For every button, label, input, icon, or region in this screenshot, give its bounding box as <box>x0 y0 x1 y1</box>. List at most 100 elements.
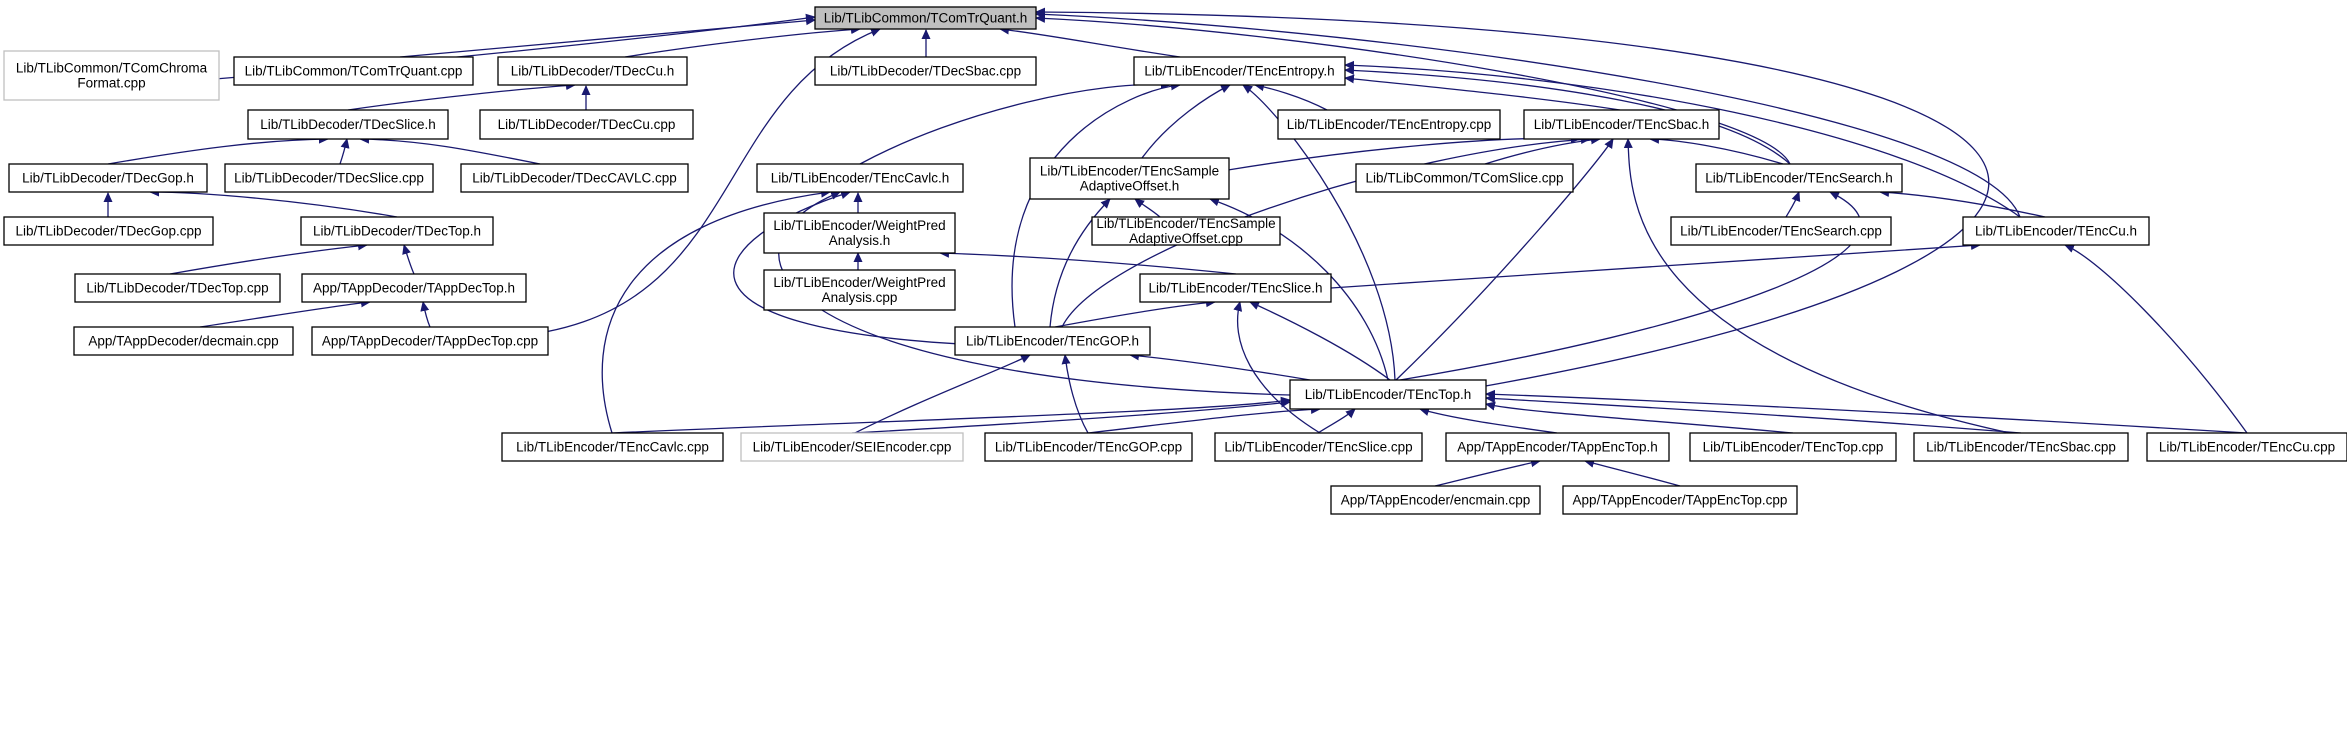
node-box <box>233 56 474 86</box>
node-label: Lib/TLibDecoder/TDecGop.cpp <box>15 224 201 239</box>
edge-n20-to-n14 <box>1134 198 1161 218</box>
node-box <box>301 273 527 303</box>
node-lib-tlibdecoder-tdecslice-cpp[interactable]: Lib/TLibDecoder/TDecSlice.cpp <box>224 163 434 193</box>
node-lib-tlibdecoder-tdectop-cpp[interactable]: Lib/TLibDecoder/TDecTop.cpp <box>74 273 281 303</box>
node-box <box>1962 216 2150 246</box>
node-label: Lib/TLibEncoder/WeightPred <box>773 275 945 290</box>
node-lib-tlibencoder-tencsbac-cpp[interactable]: Lib/TLibEncoder/TEncSbac.cpp <box>1913 432 2129 462</box>
edge-n33-to-n30 <box>1087 404 1321 434</box>
node-box <box>497 56 688 86</box>
node-app-tappencoder-tappenctop-cpp[interactable]: App/TAppEncoder/TAppEncTop.cpp <box>1562 485 1798 515</box>
node-lib-tlibencoder-tencentropy-h[interactable]: Lib/TLibEncoder/TEncEntropy.h <box>1133 56 1346 86</box>
node-box <box>311 326 549 356</box>
edge-n34-to-n30 <box>1317 408 1356 434</box>
node-lib-tlibencoder-tenccavlc-h[interactable]: Lib/TLibEncoder/TEncCavlc.h <box>756 163 964 193</box>
node-box <box>1214 432 1423 462</box>
edge-n30-to-n26 <box>1249 301 1391 381</box>
node-lib-tlibdecoder-tdeccavlc-cpp[interactable]: Lib/TLibDecoder/TDecCAVLC.cpp <box>460 163 689 193</box>
edge-n30-to-n14 <box>1209 197 1389 381</box>
node-box <box>8 163 208 193</box>
edge-n13-to-n5 <box>859 79 1171 165</box>
node-box <box>1670 216 1892 246</box>
node-lib-tlibdecoder-tdecslice-h[interactable]: Lib/TLibDecoder/TDecSlice.h <box>247 109 449 140</box>
node-lib-tlibencoder-seiencoder-cpp[interactable]: Lib/TLibEncoder/SEIEncoder.cpp <box>740 432 964 462</box>
node-label: AdaptiveOffset.cpp <box>1129 231 1243 246</box>
node-app-tappdecoder-decmain-cpp[interactable]: App/TAppDecoder/decmain.cpp <box>73 326 294 356</box>
node-label: Lib/TLibEncoder/TEncCu.h <box>1975 224 2137 239</box>
node-box <box>501 432 724 462</box>
node-lib-tlibdecoder-tdeccu-h[interactable]: Lib/TLibDecoder/TDecCu.h <box>497 56 688 86</box>
edge-n32-to-n30 <box>851 398 1291 434</box>
node-label: Lib/TLibEncoder/TEncCavlc.cpp <box>516 440 709 455</box>
node-app-tappencoder-encmain-cpp[interactable]: App/TAppEncoder/encmain.cpp <box>1330 485 1541 515</box>
node-lib-tlibencoder-tencsearch-cpp[interactable]: Lib/TLibEncoder/TEncSearch.cpp <box>1670 216 1892 246</box>
node-box <box>74 273 281 303</box>
node-label: Lib/TLibEncoder/TEncSearch.h <box>1705 171 1893 186</box>
edge-n18-to-n10 <box>149 187 398 218</box>
node-label: Lib/TLibDecoder/TDecGop.h <box>22 171 194 186</box>
node-box <box>300 216 494 246</box>
node-lib-tlibencoder-tencgop-cpp[interactable]: Lib/TLibEncoder/TEncGOP.cpp <box>984 432 1193 462</box>
nodes-layer: Lib/TLibCommon/TComTrQuant.hLib/TLibComm… <box>3 6 2347 515</box>
node-box <box>1091 216 1281 246</box>
node-lib-tlibencoder-tencslice-h[interactable]: Lib/TLibEncoder/TEncSlice.h <box>1139 273 1332 303</box>
node-lib-tlibencoder-tenccu-h[interactable]: Lib/TLibEncoder/TEncCu.h <box>1962 216 2150 246</box>
node-label: App/TAppEncoder/encmain.cpp <box>1341 493 1531 508</box>
node-box <box>954 326 1151 356</box>
node-box <box>1289 379 1487 410</box>
node-box <box>1029 157 1230 200</box>
node-lib-tlibencoder-tenctop-cpp[interactable]: Lib/TLibEncoder/TEncTop.cpp <box>1689 432 1897 462</box>
node-lib-tlibdecoder-tdecgop-cpp[interactable]: Lib/TLibDecoder/TDecGop.cpp <box>3 216 214 246</box>
node-label: Lib/TLibEncoder/TEncGOP.cpp <box>995 440 1182 455</box>
edge-n30-to-n29 <box>1129 351 1311 381</box>
node-label: Lib/TLibCommon/TComSlice.cpp <box>1365 171 1563 186</box>
edge-n10-to-n6 <box>107 134 329 165</box>
edge-n30-to-n9 <box>1395 138 1614 381</box>
edge-n37-to-n30 <box>1485 394 2022 434</box>
node-box <box>1562 485 1798 515</box>
node-box <box>224 163 434 193</box>
node-lib-tlibencoder-tenccavlc-cpp[interactable]: Lib/TLibEncoder/TEncCavlc.cpp <box>501 432 724 462</box>
node-lib-tlibencoder-tencgop-h[interactable]: Lib/TLibEncoder/TEncGOP.h <box>954 326 1151 356</box>
edge-n30-to-n5 <box>1242 84 1396 381</box>
node-label: Lib/TLibEncoder/TEncSbac.cpp <box>1926 440 2116 455</box>
node-box <box>1689 432 1897 462</box>
node-lib-tlibdecoder-tdecsbac-cpp[interactable]: Lib/TLibDecoder/TDecSbac.cpp <box>814 56 1037 86</box>
node-app-tappdecoder-tappdectop-cpp[interactable]: App/TAppDecoder/TAppDecTop.cpp <box>311 326 549 356</box>
node-lib-tlibcommon-tcomslice-cpp[interactable]: Lib/TLibCommon/TComSlice.cpp <box>1355 163 1574 193</box>
node-lib-tlibcommon-tcomtrquant-h[interactable]: Lib/TLibCommon/TComTrQuant.h <box>814 6 1037 30</box>
node-label: Lib/TLibDecoder/TDecCAVLC.cpp <box>472 171 677 186</box>
node-label: Lib/TLibCommon/TComTrQuant.cpp <box>245 64 463 79</box>
node-box <box>247 109 449 140</box>
node-label: Lib/TLibEncoder/TEncGOP.h <box>966 334 1139 349</box>
node-lib-tlibcommon-tcomtrquant-cpp[interactable]: Lib/TLibCommon/TComTrQuant.cpp <box>233 56 474 86</box>
node-lib-tlibencoder-tencentropy-cpp[interactable]: Lib/TLibEncoder/TEncEntropy.cpp <box>1277 109 1501 140</box>
node-lib-tlibencoder-tenccu-cpp[interactable]: Lib/TLibEncoder/TEncCu.cpp <box>2146 432 2347 462</box>
node-label: Lib/TLibDecoder/TDecSbac.cpp <box>830 64 1021 79</box>
node-lib-tlibdecoder-tdectop-h[interactable]: Lib/TLibDecoder/TDecTop.h <box>300 216 494 246</box>
node-label: Lib/TLibDecoder/TDecSlice.cpp <box>234 171 424 186</box>
edge-n30-to-n0 <box>1035 7 1990 388</box>
node-lib-tlibencoder-tencslice-cpp[interactable]: Lib/TLibEncoder/TEncSlice.cpp <box>1214 432 1423 462</box>
node-app-tappencoder-tappenctop-h[interactable]: App/TAppEncoder/TAppEncTop.h <box>1445 432 1670 462</box>
edge-n29-to-n14 <box>1049 198 1111 328</box>
node-lib-tlibencoder-tencsearch-h[interactable]: Lib/TLibEncoder/TEncSearch.h <box>1695 163 1903 193</box>
node-lib-tlibencoder-tencsample-adaptiveoffset-h[interactable]: Lib/TLibEncoder/TEncSampleAdaptiveOffset… <box>1029 157 1230 200</box>
node-lib-tlibencoder-tenctop-h[interactable]: Lib/TLibEncoder/TEncTop.h <box>1289 379 1487 410</box>
node-lib-tlibencoder-tencsample-adaptiveoffset-cpp[interactable]: Lib/TLibEncoder/TEncSampleAdaptiveOffset… <box>1091 216 1281 246</box>
node-app-tappdecoder-tappdectop-h[interactable]: App/TAppDecoder/TAppDecTop.h <box>301 273 527 303</box>
edge-n6-to-n3 <box>347 81 576 111</box>
node-lib-tlibdecoder-tdecgop-h[interactable]: Lib/TLibDecoder/TDecGop.h <box>8 163 208 193</box>
node-box <box>3 216 214 246</box>
node-lib-tlibencoder-tencsbac-h[interactable]: Lib/TLibEncoder/TEncSbac.h <box>1523 109 1720 140</box>
edge-n33-to-n29 <box>1061 354 1089 434</box>
node-label: Format.cpp <box>77 76 145 91</box>
node-label: App/TAppDecoder/decmain.cpp <box>88 334 278 349</box>
node-lib-tlibdecoder-tdeccu-cpp[interactable]: Lib/TLibDecoder/TDecCu.cpp <box>479 109 694 140</box>
node-label: Lib/TLibCommon/TComTrQuant.h <box>824 11 1028 26</box>
node-label: Lib/TLibEncoder/TEncEntropy.h <box>1144 64 1334 79</box>
node-label: Lib/TLibDecoder/TDecSlice.h <box>260 117 436 132</box>
